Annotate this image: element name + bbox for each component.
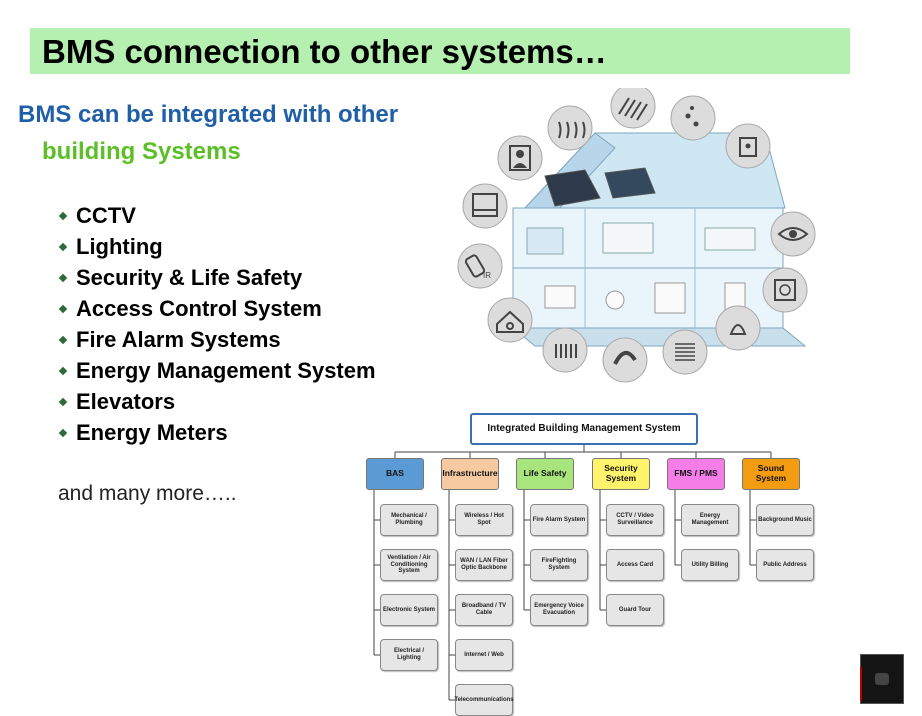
subsystem-box: Internet / Web xyxy=(455,639,513,671)
person-icon xyxy=(497,135,543,181)
home-network-icon xyxy=(487,297,533,343)
category-box: Security System xyxy=(592,458,650,490)
telephone-icon xyxy=(602,337,648,383)
title-bar: BMS connection to other systems… xyxy=(30,28,850,74)
lamp-icon xyxy=(715,305,761,351)
list-item: Elevators xyxy=(58,386,376,417)
svg-text:IR: IR xyxy=(483,271,491,280)
video-player-widget[interactable] xyxy=(860,654,904,704)
list-item: Energy Meters xyxy=(58,417,376,448)
subsystem-box: Electrical / Lighting xyxy=(380,639,438,671)
bullet-icon xyxy=(58,304,68,313)
slide-title: BMS connection to other systems… xyxy=(42,33,607,70)
list-item: Fire Alarm Systems xyxy=(58,324,376,355)
systems-list: CCTV Lighting Security & Life Safety Acc… xyxy=(58,200,376,448)
subsystem-box: Ventilation / Air Conditioning System xyxy=(380,549,438,581)
subsystem-box: Electronic System xyxy=(380,594,438,626)
bullet-icon xyxy=(58,211,68,220)
bullet-icon xyxy=(58,428,68,437)
category-box: Life Safety xyxy=(516,458,574,490)
category-box: BAS xyxy=(366,458,424,490)
subsystem-box: FireFighting System xyxy=(530,549,588,581)
category-box: FMS / PMS xyxy=(667,458,725,490)
subsystem-box: Guard Tour xyxy=(606,594,664,626)
water-drops-icon xyxy=(670,95,716,141)
subsystem-box: Utility Billing xyxy=(681,549,739,581)
bullet-icon xyxy=(58,366,68,375)
smart-house-illustration: IR xyxy=(457,88,816,383)
subsystem-box: Broadband / TV Cable xyxy=(455,594,513,626)
diagram-root: Integrated Building Management System xyxy=(470,413,698,445)
category-box: Infrastructure xyxy=(441,458,499,490)
category-box: Sound System xyxy=(742,458,800,490)
subsystem-box: Background Music xyxy=(756,504,814,536)
subsystem-box: Mechanical / Plumbing xyxy=(380,504,438,536)
eye-icon xyxy=(770,211,816,257)
bullet-icon xyxy=(58,242,68,251)
list-item: Security & Life Safety xyxy=(58,262,376,293)
heating-icon xyxy=(547,105,593,151)
subsystem-box: WAN / LAN Fiber Optic Backbone xyxy=(455,549,513,581)
bullet-icon xyxy=(58,335,68,344)
more-text: and many more….. xyxy=(58,482,237,505)
list-item: Lighting xyxy=(58,231,376,262)
bullet-icon xyxy=(58,273,68,282)
power-socket-icon xyxy=(762,267,808,313)
subsystem-box: Telecommunications xyxy=(454,684,514,716)
ir-remote-icon: IR xyxy=(457,243,503,289)
house-illustration xyxy=(511,132,807,347)
subsystem-box: Public Address xyxy=(756,549,814,581)
door-lock-icon xyxy=(725,123,771,169)
subsystem-box: Emergency Voice Evacuation xyxy=(530,594,588,626)
list-item: CCTV xyxy=(58,200,376,231)
blinds-icon xyxy=(662,329,708,375)
solar-panel-icon xyxy=(610,88,656,129)
subsystem-box: Access Card xyxy=(606,549,664,581)
widget-edge xyxy=(860,667,862,701)
intro-subheading: building Systems xyxy=(42,138,241,165)
subsystem-box: CCTV / Video Surveillance xyxy=(606,504,664,536)
list-item: Access Control System xyxy=(58,293,376,324)
list-item: Energy Management System xyxy=(58,355,376,386)
subsystem-box: Fire Alarm System xyxy=(530,504,588,536)
camera-icon xyxy=(875,673,889,685)
radiator-icon xyxy=(542,327,588,373)
window-icon xyxy=(462,183,508,229)
bullet-icon xyxy=(58,397,68,406)
intro-heading: BMS can be integrated with other xyxy=(18,101,399,128)
subsystem-box: Energy Management xyxy=(681,504,739,536)
subsystem-box: Wireless / Hot Spot xyxy=(455,504,513,536)
